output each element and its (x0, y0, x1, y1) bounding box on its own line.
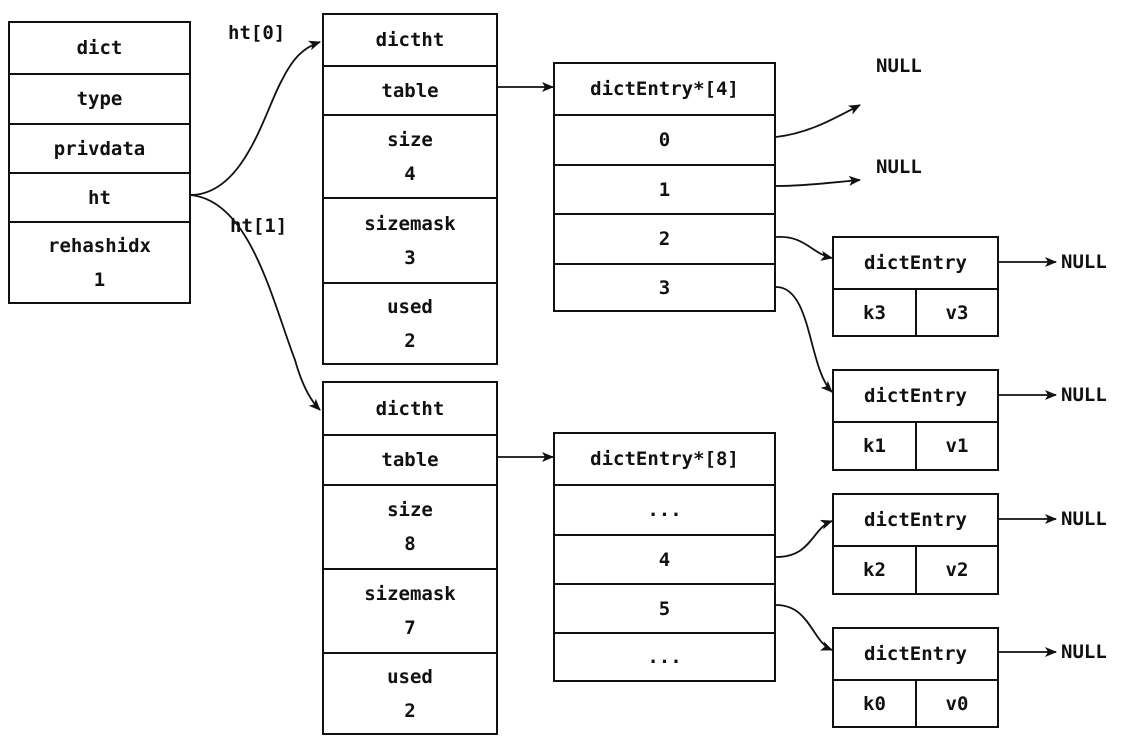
dict-entry-title: dictEntry (864, 252, 967, 274)
array-8-slot: ... (555, 632, 774, 680)
dictht-1-sizemask-field: sizemask 7 (324, 568, 496, 652)
array-4-slot: 3 (555, 263, 774, 310)
null-label: NULL (876, 156, 922, 178)
used-label: used (387, 295, 433, 318)
entry-key: k2 (863, 559, 886, 581)
dictht-1-title: dictht (375, 397, 445, 420)
dictht-1-size-field: size 8 (324, 484, 496, 568)
dict-title: dict (76, 37, 123, 59)
null-label: NULL (1061, 641, 1107, 663)
array-8-slot: 4 (555, 534, 774, 583)
entry-value: v0 (915, 681, 997, 726)
dict-entry-kv: k2 v2 (834, 545, 997, 593)
sizemask-value: 3 (404, 246, 416, 269)
null-label: NULL (1061, 251, 1107, 273)
size-value: 8 (404, 533, 416, 555)
rehashidx-value: 1 (93, 268, 106, 291)
rehashidx-label: rehashidx (48, 234, 151, 257)
ht0-label: ht[0] (228, 22, 286, 44)
dictht-1: dictht table size 8 sizemask 7 used 2 (322, 381, 498, 735)
entry-value: v2 (915, 547, 997, 593)
dict-entry-kv: k0 v0 (834, 679, 997, 726)
arrow-slot0-null (775, 104, 861, 138)
entry-array-4: dictEntry*[4] 0 1 2 3 (553, 62, 776, 312)
array-4-slot: 1 (555, 164, 774, 213)
dict-entry-k2: dictEntry k2 v2 (832, 493, 999, 595)
dictht-1-used-field: used 2 (324, 652, 496, 733)
null-label: NULL (1061, 384, 1107, 406)
array-4-slot: 0 (555, 114, 774, 164)
used-label: used (387, 665, 433, 688)
entry-key: k1 (863, 435, 886, 457)
array-4-title: dictEntry*[4] (590, 78, 739, 100)
null-label: NULL (1061, 508, 1107, 530)
size-value: 4 (404, 162, 416, 185)
dict-entry-k3: dictEntry k3 v3 (832, 236, 999, 337)
entry-key: k0 (863, 692, 886, 715)
array-8-title: dictEntry*[8] (590, 448, 739, 470)
array-8-slot: ... (555, 484, 774, 534)
used-value: 2 (404, 329, 416, 352)
entry-array-8: dictEntry*[8] ... 4 5 ... (553, 432, 776, 682)
dictht-0-used-field: used 2 (324, 282, 496, 363)
size-label: size (387, 499, 433, 521)
sizemask-label: sizemask (364, 583, 456, 605)
array-8-slot: 5 (555, 583, 774, 632)
arrow-slot1-null (775, 175, 861, 187)
dictht-0-title: dictht (375, 29, 445, 51)
dict-entry-k1: dictEntry k1 v1 (832, 369, 999, 471)
dict-rehashidx-field: rehashidx 1 (10, 221, 189, 302)
used-value: 2 (404, 699, 416, 722)
dict-ht-field: ht (10, 172, 189, 221)
arrow-slot3-entry (775, 286, 833, 393)
arrow-ht1 (189, 194, 321, 411)
size-label: size (387, 128, 433, 151)
dict-entry-k0: dictEntry k0 v0 (832, 627, 999, 728)
dictht-0-table-field: table (324, 65, 496, 114)
array-4-slot: 2 (555, 213, 774, 263)
dict-entry-title: dictEntry (864, 385, 967, 407)
dict-privdata-field: privdata (10, 123, 189, 172)
sizemask-value: 7 (404, 617, 416, 639)
arrow-ht0 (189, 40, 321, 196)
dict-struct: dict type privdata ht rehashidx 1 (8, 21, 191, 304)
entry-value: v1 (915, 423, 997, 469)
ht1-label: ht[1] (230, 215, 288, 237)
arrow-slot2-entry (775, 236, 833, 261)
entry-key: k3 (863, 301, 886, 324)
dict-entry-title: dictEntry (864, 509, 967, 531)
dictht-0: dictht table size 4 sizemask 3 used 2 (322, 13, 498, 365)
dictht-1-table-field: table (324, 434, 496, 484)
null-label: NULL (876, 55, 922, 77)
arrow-slot5-entry (775, 604, 833, 651)
sizemask-label: sizemask (364, 212, 456, 235)
dictht-0-size-field: size 4 (324, 114, 496, 197)
dict-entry-kv: k1 v1 (834, 421, 997, 469)
dict-entry-title: dictEntry (864, 643, 967, 665)
dictht-0-sizemask-field: sizemask 3 (324, 197, 496, 282)
arrow-slot4-entry (775, 519, 833, 558)
dict-type-field: type (10, 73, 189, 123)
dict-entry-kv: k3 v3 (834, 288, 997, 335)
entry-value: v3 (915, 290, 997, 335)
